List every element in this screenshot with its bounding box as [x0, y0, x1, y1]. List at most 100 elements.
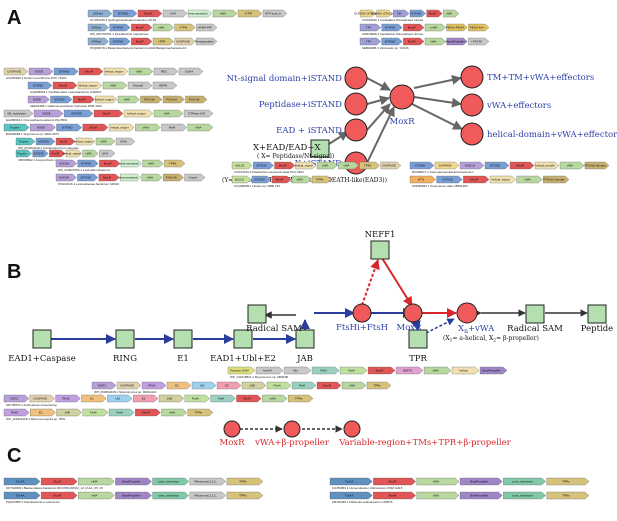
gene-label: E2 [225, 384, 229, 388]
label-b-ead1-caspase: EAD1+Caspase [8, 354, 76, 364]
gene-arrow [161, 408, 187, 417]
node-b-radical-sam-left [247, 304, 267, 324]
gene-label: Nicwa5 [133, 84, 143, 88]
gene-label: FGS-ttA [144, 98, 155, 102]
gene-label: beta-sandwich [119, 176, 139, 180]
gene-label: vWA [567, 164, 573, 168]
gene-arrow [120, 173, 141, 182]
gene-label: EAD1H [59, 162, 69, 166]
gene-arrow [158, 394, 185, 403]
gene-arrow [283, 366, 312, 375]
gene-label: Vitn [293, 369, 298, 373]
gene-arrow [78, 477, 115, 486]
gene-arrow [546, 491, 590, 500]
gene-arrow [184, 394, 210, 403]
gene-label: iSTAND [442, 178, 453, 182]
gene-label: ATP-synt_A [265, 12, 281, 16]
gene-label: EAD1H [465, 164, 475, 168]
gene-label: FtsH [299, 384, 305, 388]
cluster-organism: SEB02686.1 Variovorax sp. YR216 [362, 46, 409, 50]
gene-arrow [3, 123, 30, 132]
gene-arrow [395, 366, 424, 375]
gene-arrow [484, 161, 510, 170]
label-a-ead: EAD + iSTAND [276, 126, 342, 136]
gene-label: iSTAND [254, 178, 265, 182]
gene-arrow [373, 477, 416, 486]
cluster-organism: CBJ39455.1 Ralstonia solanacearum CMR15 [332, 500, 393, 504]
gene-label: MoxR [104, 162, 113, 166]
gene-label: RING [11, 411, 19, 415]
gene-arrow [30, 123, 56, 132]
gene-arrow [516, 175, 543, 184]
gene-label: TPRs [195, 411, 203, 415]
gene-arrow [87, 23, 109, 32]
gene-label: vWA [296, 178, 302, 182]
cluster-organism: KUJ59963.1 Hymenobacter chitinivorans DS… [332, 486, 403, 490]
label-b-tpr: TPR [409, 354, 427, 364]
gene-arrow [381, 37, 403, 46]
gene-label: +TPR [244, 12, 253, 16]
gene-label: iSTAND [54, 98, 65, 102]
gene-arrow [274, 161, 295, 170]
gene-label: TIR [366, 40, 372, 44]
gene-label: MoxR [103, 112, 112, 116]
gene-arrow [15, 137, 36, 146]
label-b-peptide: Peptide [581, 324, 613, 334]
label-b-x-def: (X1= a-helical, X2= β-propeller) [443, 335, 539, 344]
gene-label: Radical_SAM [230, 369, 249, 373]
gene-label: iSTAND [385, 26, 396, 30]
gene-arrow [32, 149, 49, 158]
gene-label: +TPR [157, 40, 166, 44]
gene-arrow [99, 159, 121, 168]
gene-label: Pentapeptide r [195, 40, 215, 44]
gene-arrow [178, 67, 204, 76]
gene-label: vWA [169, 411, 175, 415]
gene-label: FGS-ttA [166, 176, 177, 180]
gene-arrow [55, 159, 77, 168]
gene-label: MoxR [78, 98, 87, 102]
cluster-organism: OCQ90805.1 Nostoc sp. MBR 210 [234, 184, 280, 188]
gene-label: iSTAND [411, 12, 422, 16]
gene-arrow [55, 394, 81, 403]
gene-arrow [3, 408, 30, 417]
gene-arrow [373, 491, 416, 500]
gene-label: JAB [167, 397, 173, 401]
gene-arrow [359, 161, 380, 170]
gene-arrow [135, 123, 161, 132]
gene-label: vWA [110, 84, 116, 88]
gene-label: MoxR [323, 384, 332, 388]
edge-a-3 [366, 103, 391, 131]
gene-arrow [446, 23, 468, 32]
gene-arrow [77, 81, 103, 90]
gene-arrow [50, 95, 73, 104]
gene-label: ZnR [170, 12, 177, 16]
gene-arrow [3, 477, 41, 486]
gene-arrow [162, 95, 185, 104]
gene-arrow [142, 159, 164, 168]
gene-arrow [503, 477, 546, 486]
panel-c-network: MoxR vWA+β-propeller Variable-region+TMs… [219, 420, 512, 448]
gene-arrow [152, 477, 189, 486]
node-a-ead [344, 118, 368, 142]
gene-arrow [216, 381, 242, 390]
gene-arrow [63, 109, 94, 118]
gene-label: MoxR [136, 26, 145, 30]
gene-label: FtsH [116, 411, 122, 415]
gene-arrow [78, 67, 104, 76]
gene-label: FtsHi [192, 397, 199, 401]
cluster-organism: WP_141618821.1 Myxococcus sp. AB024B [230, 375, 288, 379]
label-a-helical: helical-domain+vWA+effectors [487, 130, 617, 140]
gene-label: MoxR [429, 12, 438, 16]
gene-arrow [15, 149, 32, 158]
gene-label: MoxR [243, 397, 252, 401]
gene-arrow [140, 95, 163, 104]
gene-arrow [174, 37, 196, 46]
gene-label: helical_region [492, 178, 511, 182]
